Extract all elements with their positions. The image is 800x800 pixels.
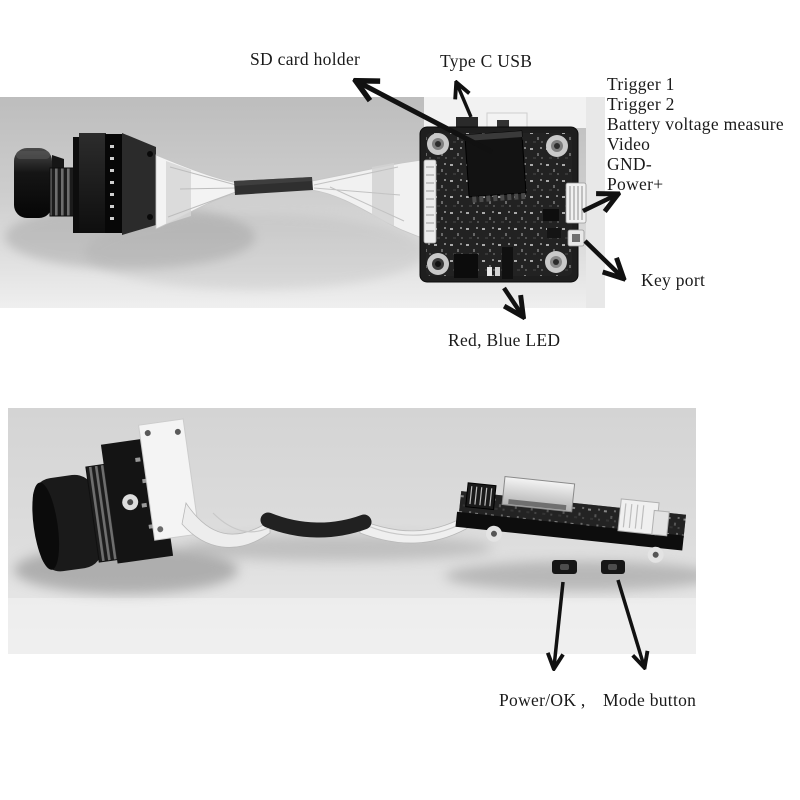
label-key-port: Key port — [641, 270, 706, 290]
solder-pads — [110, 145, 114, 220]
lens-mount — [73, 137, 80, 233]
ribbon-cable-side — [181, 501, 477, 548]
label-sd-card-holder: SD card holder — [250, 49, 361, 69]
camera-back-plate — [138, 418, 200, 541]
photo-top-view — [0, 97, 605, 308]
pin-list-item: Power+ — [607, 174, 664, 194]
ribbon-right-fold — [372, 163, 394, 226]
sd-card-holder-chip — [464, 130, 527, 203]
main-pcb — [419, 112, 587, 283]
camera-body-side — [122, 133, 156, 235]
key-connector-side — [617, 498, 670, 537]
ribbon-left-fold — [166, 161, 191, 224]
pcb-edge-view — [455, 476, 687, 563]
pin-list-item: Trigger 1 — [607, 74, 675, 94]
pin-list-item: Video — [607, 134, 651, 154]
photo-side-view — [8, 408, 696, 654]
camera-module-side — [32, 418, 200, 572]
lens-ring-center — [127, 499, 134, 506]
lens-front — [32, 482, 60, 570]
ribbon-cable — [155, 154, 423, 239]
six-pin-connector — [565, 182, 587, 224]
mode-button — [601, 560, 625, 574]
label-pin-list: Trigger 1 Trigger 2 Battery voltage meas… — [607, 74, 784, 194]
lens-highlight — [16, 151, 50, 159]
camera-module — [14, 133, 156, 235]
ribbon-connector-side — [465, 482, 497, 511]
label-mode-button: Mode button — [603, 690, 697, 710]
ribbon-fold-lines — [167, 166, 237, 218]
screw-dot — [147, 151, 153, 157]
cable-shadow — [85, 214, 425, 290]
component — [547, 228, 561, 238]
red-blue-led-pair — [487, 267, 500, 276]
mounting-hole-center — [652, 551, 659, 558]
ribbon-left-twist — [181, 501, 271, 548]
black-tape-wrap — [260, 512, 372, 538]
pin-list-item: Trigger 2 — [607, 94, 675, 114]
screw-dot — [157, 526, 164, 533]
pcb-components-texture — [426, 133, 572, 276]
screw-dot — [174, 428, 181, 435]
label-type-c-usb: Type C USB — [440, 51, 533, 71]
sd-slot-lip — [508, 499, 567, 511]
label-power-ok: Power/OK , — [499, 690, 586, 710]
dark-chip — [454, 254, 478, 278]
lens-barrel — [14, 148, 52, 218]
ribbon-fold-lines — [313, 166, 405, 222]
tape-highlight — [234, 177, 312, 186]
foreground-light — [8, 598, 696, 654]
ribbon-connector — [423, 159, 437, 244]
component — [543, 209, 559, 221]
pin-list-item: Battery voltage measure — [607, 114, 784, 134]
tall-component — [502, 247, 513, 279]
key-port-connector — [567, 229, 585, 247]
power-ok-button — [552, 560, 577, 574]
pcb-front-edge — [455, 511, 684, 551]
screw-dot — [147, 214, 153, 220]
pin-list-item: GND- — [607, 154, 652, 174]
lens-focus-ring — [49, 167, 76, 217]
label-red-blue-led: Red, Blue LED — [448, 330, 561, 350]
mounting-hole-center — [490, 530, 497, 537]
screw-dot — [144, 430, 151, 437]
camera-body-front — [79, 133, 106, 233]
photo-right-edge — [586, 97, 605, 308]
usb-tab — [497, 120, 509, 129]
